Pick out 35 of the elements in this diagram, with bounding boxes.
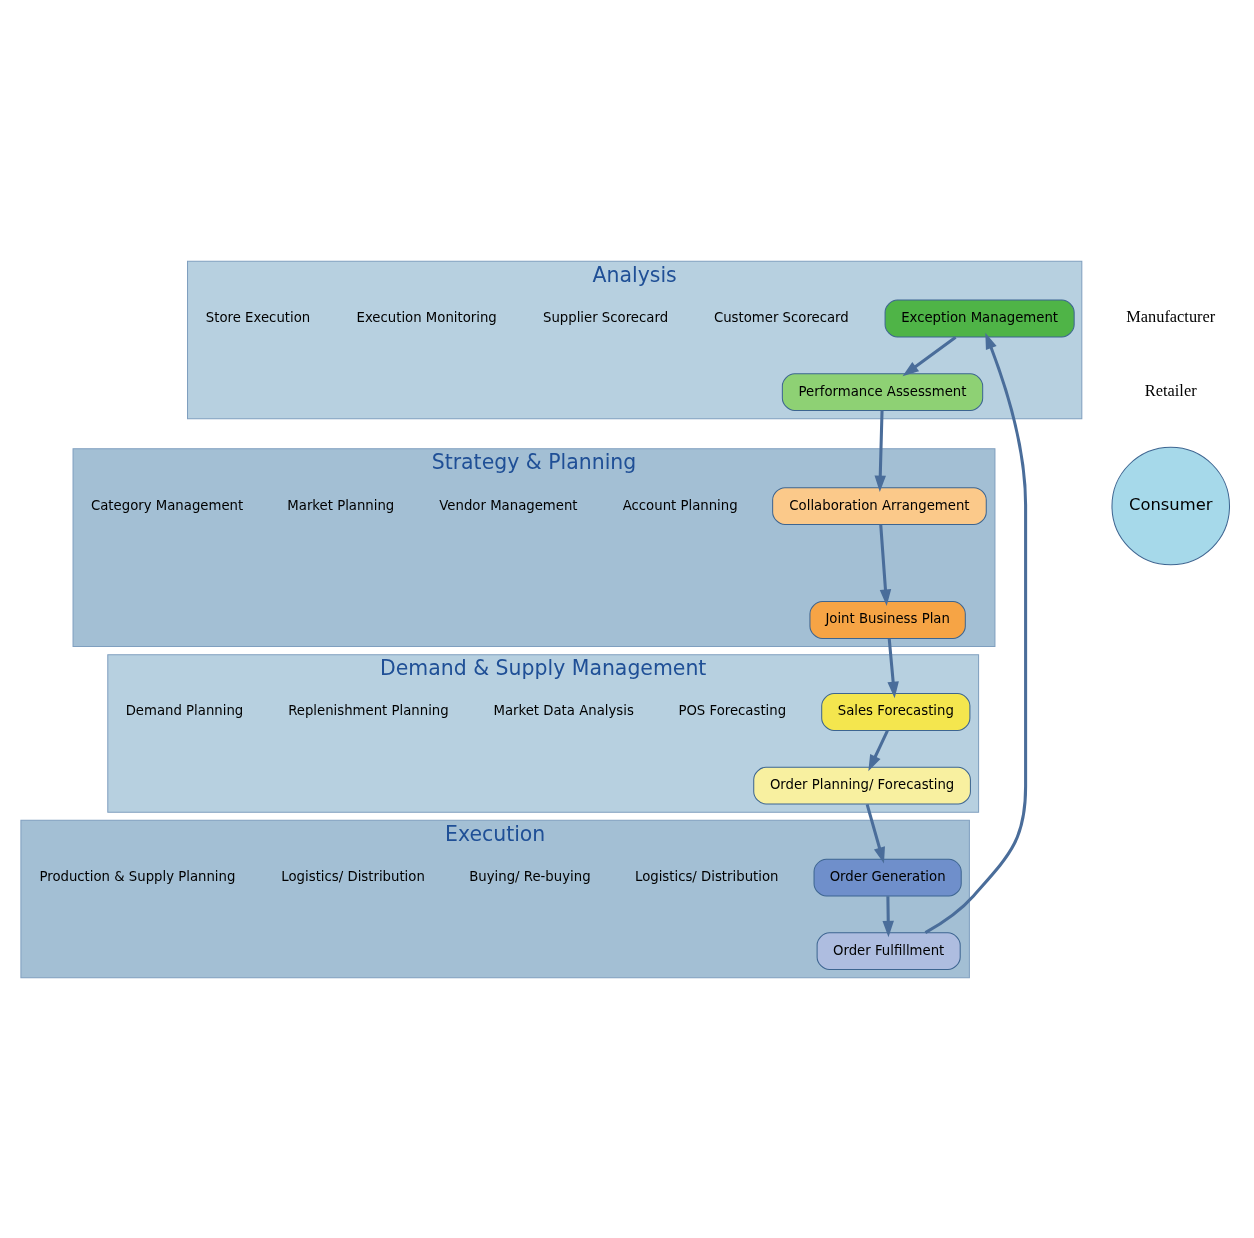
label: Retailer [1144,380,1197,400]
arrow [865,803,885,864]
arrow [887,638,899,698]
label: Customer Scorecard [713,309,849,325]
label: POS Forecasting [678,702,787,718]
label: Market Data Analysis [493,702,634,718]
label: Production & Supply Planning [39,868,236,884]
label: Logistics/ Distribution [634,868,779,884]
arrow [874,410,886,492]
label: Supplier Scorecard [542,309,669,325]
node-box: Exception Management [884,299,1075,337]
arrow [879,523,892,606]
label: Vendor Management [439,497,578,513]
node-circle: Consumer [1111,446,1230,565]
label: Account Planning [622,497,738,513]
node-box: Sales Forecasting [821,692,971,731]
node-box: Performance Assessment [781,372,984,411]
node-box: Order Fulfillment [816,931,961,970]
node-box: Joint Business Plan [809,600,966,639]
label: Logistics/ Distribution [281,868,425,884]
arrow [902,335,957,376]
label: Demand Planning [125,702,244,718]
label: Execution Monitoring [356,309,497,325]
label: Manufacturer [1126,306,1216,326]
node-box: Collaboration Arrangement [772,486,987,525]
node-box: Order Planning/ Forecasting [753,766,971,804]
label: Market Planning [287,497,395,513]
node-box: Order Generation [813,858,962,896]
arrow [924,332,1028,934]
arrow [868,729,889,771]
label: Store Execution [205,309,311,325]
arrow [882,895,894,937]
label: Buying/ Re-buying [469,868,591,884]
label: Category Management [90,497,244,513]
label: Replenishment Planning [288,702,449,718]
